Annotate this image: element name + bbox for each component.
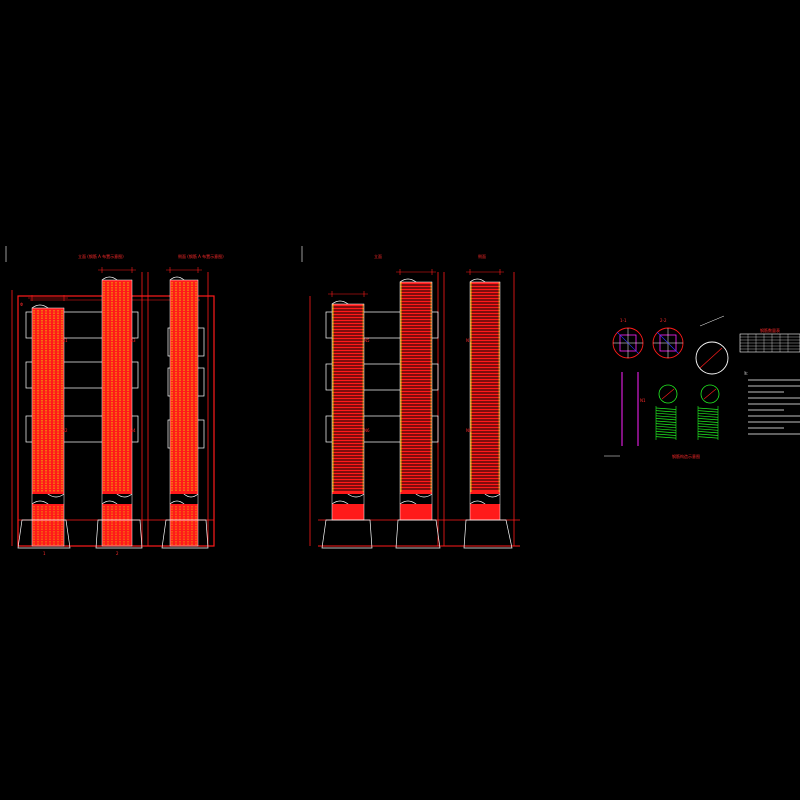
sheet-b-column-1 <box>328 291 368 521</box>
sheet-a-column-1 <box>28 295 68 547</box>
svg-text:N7: N7 <box>466 338 472 343</box>
sheet-b-column-3 <box>466 269 504 521</box>
svg-text:N3: N3 <box>130 338 136 343</box>
sheet-a-footings <box>17 519 209 549</box>
sheet-b-title-front: 立面 <box>374 253 382 259</box>
sheet-a-title-side: 侧面 (钢筋 A 布置示意图) <box>178 253 224 259</box>
sheet-b-column-2 <box>396 269 436 521</box>
sheet-a-column-2 <box>98 267 136 547</box>
sheet-a-title-front: 立面 (钢筋 A 布置示意图) <box>78 253 124 259</box>
spiral-detail-2 <box>697 384 720 440</box>
svg-text:N8: N8 <box>466 428 472 433</box>
svg-text:N4: N4 <box>130 428 136 433</box>
section-title-2: 2-2 <box>660 318 667 323</box>
svg-text:1: 1 <box>43 551 46 556</box>
hoop-detail-circle <box>695 315 729 375</box>
notes-title: 注： <box>744 370 750 375</box>
section-1-1 <box>612 327 644 359</box>
sheet-b-columns <box>328 269 504 521</box>
sheet-b-elevations: 立面 侧面 N5 N6 N7 N8 <box>309 253 520 549</box>
quantity-table <box>739 333 800 353</box>
section-2-2 <box>652 327 684 359</box>
svg-text:Φ: Φ <box>20 302 23 307</box>
details-group: 1-1 2-2 N1 <box>604 315 800 459</box>
svg-text:N2: N2 <box>62 428 68 433</box>
svg-text:N1: N1 <box>62 338 68 343</box>
sheet-b-beam-rects <box>325 311 439 443</box>
svg-text:2: 2 <box>116 551 119 556</box>
table-title: 钢筋数量表 <box>760 327 780 333</box>
svg-text:N1: N1 <box>640 398 646 403</box>
sheet-b-title-side: 侧面 <box>478 253 486 259</box>
svg-text:N6: N6 <box>364 428 370 433</box>
sheet-a-columns <box>28 267 202 547</box>
sheet-a-elevations: 立面 (钢筋 A 布置示意图) 侧面 (钢筋 A 布置示意图) <box>11 253 224 556</box>
spiral-detail-1 <box>655 384 678 440</box>
sheet-b-footings <box>321 519 513 549</box>
sheet-a-column-3 <box>166 267 202 547</box>
section-title-1: 1-1 <box>620 318 627 323</box>
notes-block <box>748 379 800 435</box>
svg-text:N5: N5 <box>364 338 370 343</box>
details-caption: 钢筋构造示意图 <box>672 453 700 459</box>
